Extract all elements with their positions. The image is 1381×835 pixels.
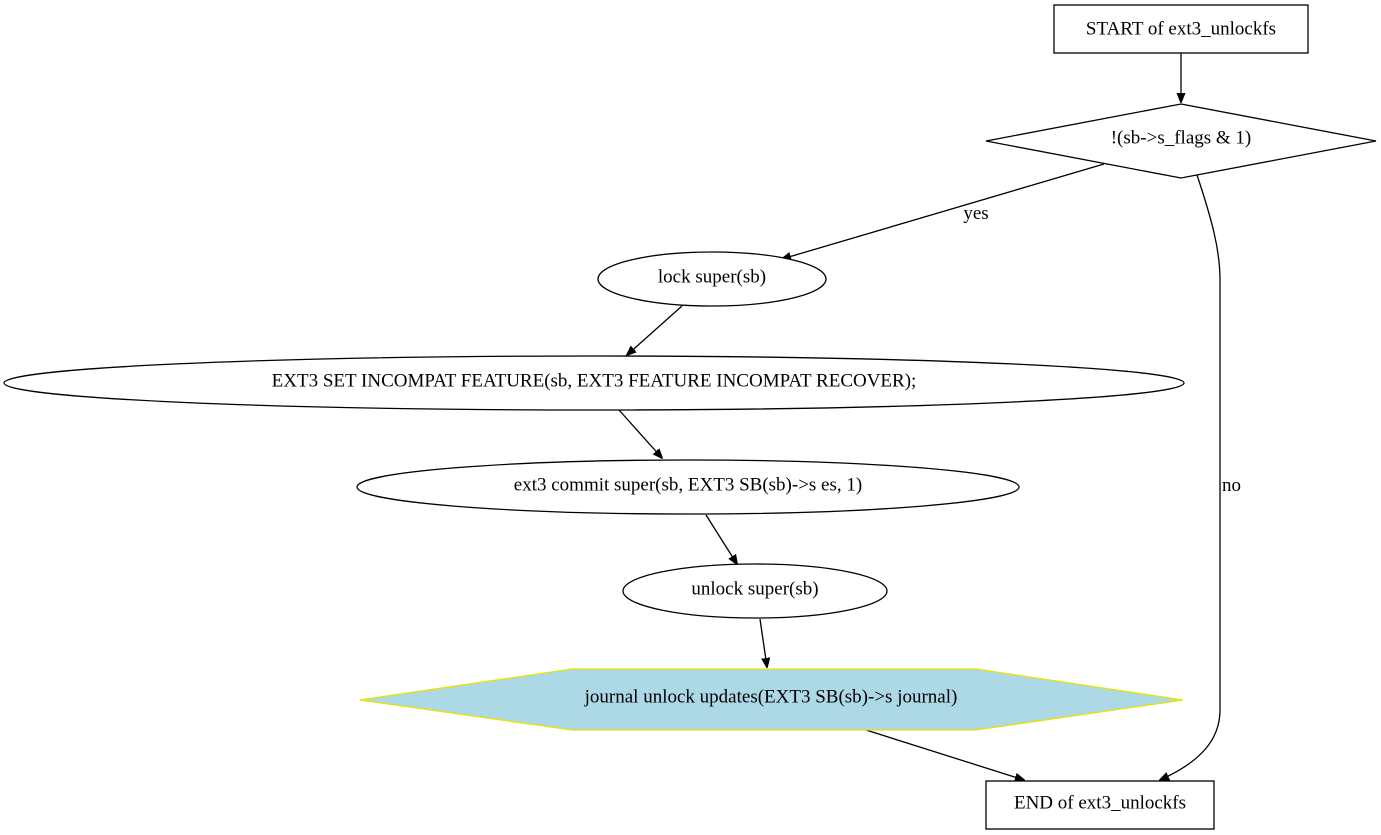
start-node: START of ext3_unlockfs <box>1053 4 1309 54</box>
journal-unlock-node: journal unlock updates(EXT3 SB(sb)->s jo… <box>359 668 1184 731</box>
lock-super-label: lock super(sb) <box>658 267 766 288</box>
edge-label-yes: yes <box>963 203 988 224</box>
edge-journal-unlock-to-end <box>865 729 1024 780</box>
edge-lock-super-to-set-feature <box>627 305 683 355</box>
edge-unlock-super-to-journal-unlock <box>759 618 767 667</box>
decision-node-label: !(sb->s_flags & 1) <box>1111 128 1252 149</box>
commit-super-label: ext3 commit super(sb, EXT3 SB(sb)->s es,… <box>514 475 862 496</box>
edge-label-no: no <box>1222 475 1241 496</box>
edge-decision-to-end <box>1160 174 1221 780</box>
edge-commit-super-to-unlock-super <box>705 514 737 564</box>
commit-super-node: ext3 commit super(sb, EXT3 SB(sb)->s es,… <box>356 459 1020 515</box>
start-node-label: START of ext3_unlockfs <box>1086 19 1276 40</box>
set-feature-label: EXT3 SET INCOMPAT FEATURE(sb, EXT3 FEATU… <box>272 371 917 392</box>
set-feature-node: EXT3 SET INCOMPAT FEATURE(sb, EXT3 FEATU… <box>3 355 1185 411</box>
edge-decision-to-lock-super <box>782 163 1105 259</box>
unlock-super-label: unlock super(sb) <box>691 579 818 600</box>
decision-node: !(sb->s_flags & 1) <box>985 103 1377 179</box>
end-node-label: END of ext3_unlockfs <box>1014 793 1186 814</box>
unlock-super-node: unlock super(sb) <box>622 563 888 619</box>
end-node: END of ext3_unlockfs <box>985 780 1215 830</box>
edge-set-feature-to-commit-super <box>618 409 662 458</box>
journal-unlock-label: journal unlock updates(EXT3 SB(sb)->s jo… <box>584 687 958 708</box>
lock-super-node: lock super(sb) <box>597 251 827 307</box>
